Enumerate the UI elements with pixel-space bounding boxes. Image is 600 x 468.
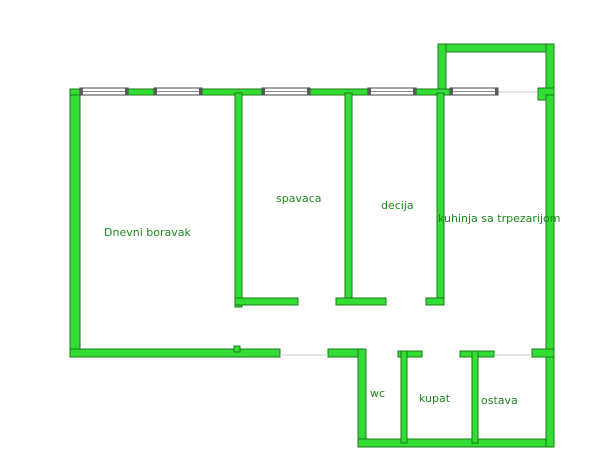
room-label-wc: wc xyxy=(370,387,385,400)
room-label-bathroom: kupat xyxy=(419,392,451,405)
door-openings xyxy=(280,91,538,356)
exterior-walls xyxy=(69,88,555,448)
room-label-living-room: Dnevni boravak xyxy=(104,226,191,239)
room-label-bedroom: spavaca xyxy=(276,192,322,205)
room-label-kids-room: decija xyxy=(381,199,414,212)
room-label-storage: ostava xyxy=(481,394,518,407)
window xyxy=(449,87,499,96)
window xyxy=(153,87,203,96)
window xyxy=(79,87,129,96)
window xyxy=(261,87,311,96)
interior-walls xyxy=(234,92,495,444)
room-label-kitchen: kuhinja sa trpezarijom xyxy=(438,212,560,225)
window xyxy=(367,87,417,96)
